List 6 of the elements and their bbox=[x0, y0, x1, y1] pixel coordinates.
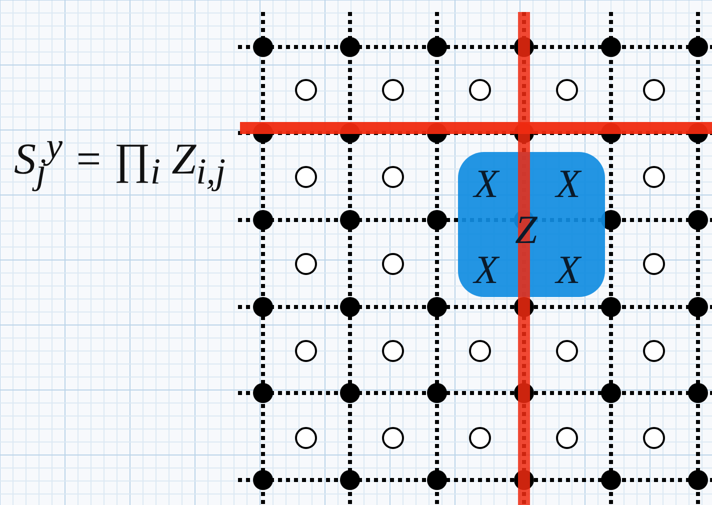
operator-symbol: X bbox=[474, 164, 498, 204]
operator-symbol: X bbox=[556, 250, 580, 290]
formula: S$_{j}$$^{y}$ = ∏$_{i}$ Z$_{i,j}$ bbox=[14, 124, 226, 194]
stabilizer-plaquette bbox=[458, 152, 605, 297]
operator-symbol: X bbox=[556, 164, 580, 204]
operator-symbol: X bbox=[474, 250, 498, 290]
